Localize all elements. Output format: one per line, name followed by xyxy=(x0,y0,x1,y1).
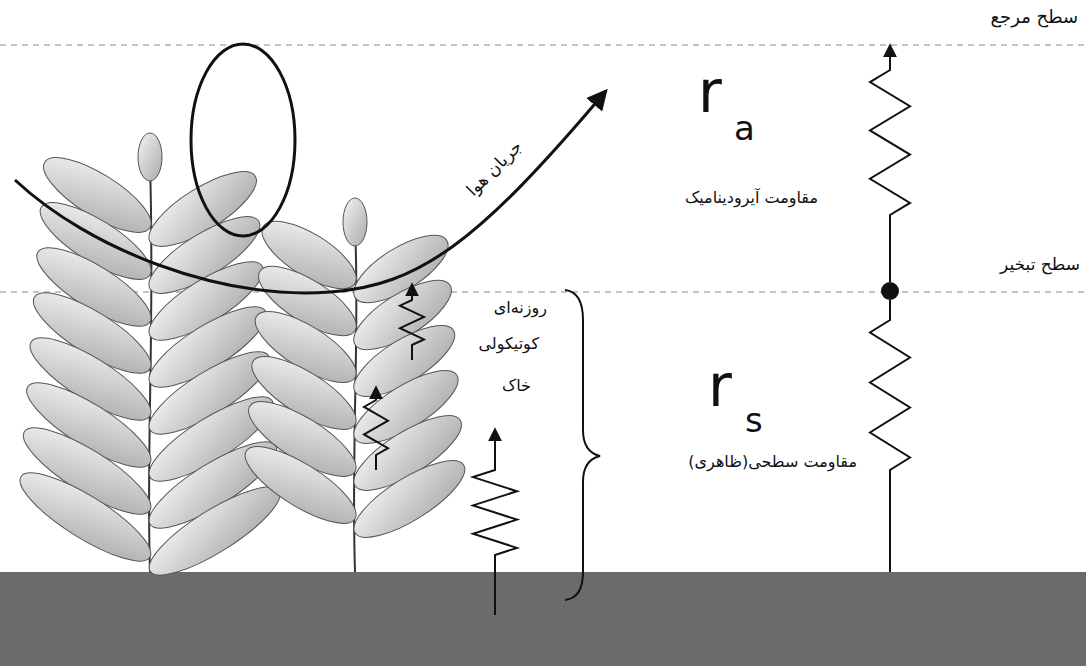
leaf xyxy=(10,459,161,575)
resistance-label: مقاومت سطحی(ظاهری) xyxy=(685,452,860,471)
crop-plants xyxy=(10,133,475,589)
resistance-label: روزنه‌ای xyxy=(491,298,550,317)
resistance-label: مقاومت آیرودینامیک xyxy=(685,188,818,207)
evaporating-surface-dot xyxy=(881,282,899,300)
resistor-symbols xyxy=(364,46,910,615)
level-label: سطح تبخیر xyxy=(1000,254,1080,274)
leaf xyxy=(138,133,162,181)
resistance-label: کوتیکولی xyxy=(476,334,542,353)
surface-resistance-symbol xyxy=(870,300,910,572)
reference-level-line xyxy=(0,44,1086,45)
air-flow-arrow xyxy=(15,92,605,293)
subscript-label: s xyxy=(745,400,763,441)
stomatal-resistance-symbol xyxy=(400,285,424,360)
surface-brace xyxy=(565,290,600,600)
aerodynamic-resistance-symbol xyxy=(870,46,910,282)
leaf xyxy=(344,447,475,550)
subscript-label: a xyxy=(734,108,755,149)
leaf xyxy=(139,473,290,589)
level-label: سطح مرجع xyxy=(991,6,1078,28)
ground xyxy=(0,572,1086,666)
leaf xyxy=(343,198,367,246)
eddy-loop xyxy=(191,44,295,236)
resistance-symbol-label: r xyxy=(708,352,732,422)
resistance-label: خاک xyxy=(499,376,534,395)
resistance-symbol-label: r xyxy=(698,58,722,128)
leaf xyxy=(235,433,366,536)
cuticular-resistance-symbol xyxy=(364,388,388,470)
soil-resistance-symbol xyxy=(473,430,517,615)
